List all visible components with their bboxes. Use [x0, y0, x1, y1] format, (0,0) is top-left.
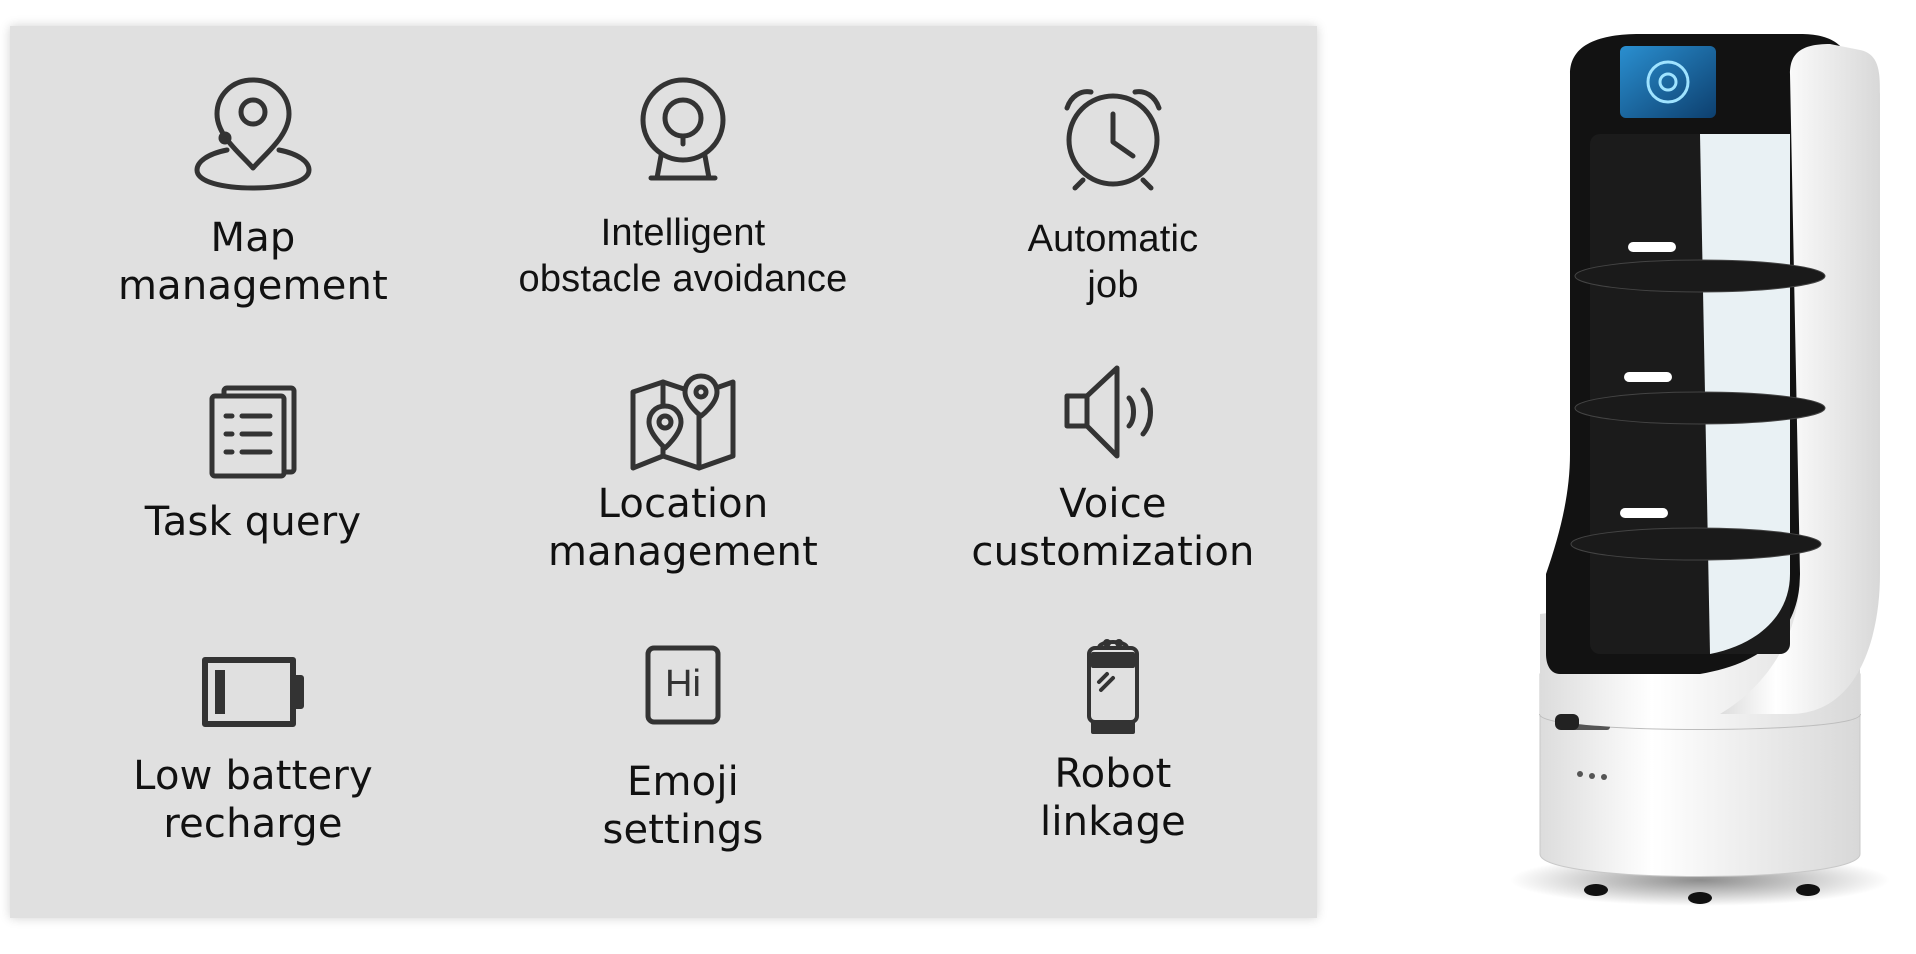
feature-label-line: management — [548, 529, 818, 575]
feature-label-line: Low battery — [133, 753, 373, 799]
map-location-icon — [473, 372, 893, 472]
low-battery-icon — [43, 656, 463, 728]
feature-automatic-job: Automatic job — [903, 86, 1323, 308]
feature-label-line: recharge — [163, 801, 343, 847]
document-list-icon — [43, 384, 463, 479]
feature-label-line: job — [1087, 264, 1139, 306]
map-pin-icon — [43, 76, 463, 191]
feature-label-line: Emoji — [627, 759, 739, 805]
feature-emoji-settings: Hi Emoji settings — [473, 644, 893, 854]
webcam-icon — [473, 76, 893, 182]
hi-icon-text: Hi — [665, 663, 701, 705]
feature-voice-customization: Voice customization — [903, 364, 1323, 576]
feature-label-line: Location — [597, 481, 769, 527]
feature-label-line: linkage — [1040, 799, 1186, 845]
service-robot-image — [1500, 14, 1910, 914]
feature-label-line: Intelligent — [600, 212, 766, 254]
robot-device-icon — [903, 634, 1323, 736]
feature-label-line: Map — [210, 215, 296, 261]
feature-map-management: Map management — [43, 76, 463, 310]
feature-label-line: Robot — [1054, 751, 1172, 797]
feature-low-battery-recharge: Low battery recharge — [43, 656, 463, 848]
feature-label-line: customization — [971, 529, 1255, 575]
feature-label-line: Task query — [144, 499, 362, 545]
speaker-icon — [903, 364, 1323, 460]
feature-label-line: obstacle avoidance — [518, 258, 848, 300]
features-panel: Map management Intelligent obstacle avoi… — [10, 26, 1317, 918]
feature-label-line: Voice — [1059, 481, 1167, 527]
feature-robot-linkage: Robot linkage — [903, 634, 1323, 846]
hi-emoji-icon: Hi — [644, 644, 722, 726]
feature-intelligent-obstacle-avoidance: Intelligent obstacle avoidance — [473, 76, 893, 302]
alarm-clock-icon — [903, 86, 1323, 191]
feature-location-management: Location management — [473, 372, 893, 576]
feature-label-line: settings — [602, 807, 764, 853]
feature-label-line: Automatic — [1027, 218, 1199, 260]
feature-label-line: management — [118, 263, 388, 309]
feature-task-query: Task query — [43, 384, 463, 546]
